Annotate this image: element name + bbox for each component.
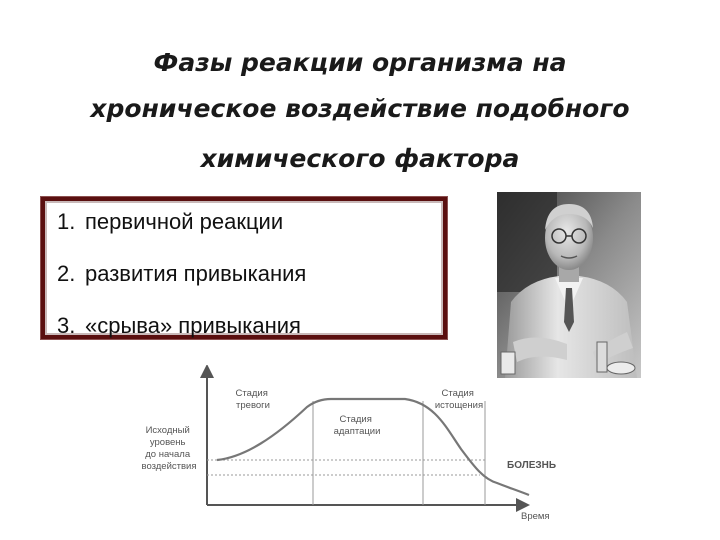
- phase-label: «срыва» привыкания: [85, 313, 301, 338]
- phase-label: первичной реакции: [85, 209, 284, 234]
- phase-number: 2.: [57, 261, 76, 286]
- title-line-3: химического фактора: [200, 144, 520, 173]
- stage-alarm-label: Стадия тревоги: [235, 388, 270, 411]
- phase-item-3: 3. «срыва» привыкания: [57, 313, 301, 339]
- stage-adaptation-line-1: Стадия: [339, 414, 371, 425]
- stage-adaptation-line-2: адаптации: [334, 426, 381, 437]
- y-label-line-3: до начала: [145, 449, 191, 460]
- disease-label: БОЛЕЗНЬ: [507, 460, 556, 471]
- y-label-line-2: уровень: [150, 437, 186, 448]
- x-axis-label: Время: [521, 511, 550, 522]
- stage-exhaustion-line-1: Стадия: [441, 388, 473, 399]
- y-axis-label: Исходный уровень до начала воздействия: [142, 425, 197, 472]
- stage-exhaustion-label: Стадия истощения: [435, 388, 483, 411]
- y-label-line-4: воздействия: [142, 461, 197, 472]
- portrait-photo: [497, 192, 641, 378]
- stage-alarm-line-2: тревоги: [236, 400, 270, 411]
- stages-diagram: Исходный уровень до начала воздействия С…: [142, 365, 556, 522]
- stage-alarm-line-1: Стадия: [235, 388, 267, 399]
- title-line-1: Фазы реакции организма на: [153, 48, 567, 77]
- phase-label: развития привыкания: [85, 261, 307, 286]
- phases-list-box: 1. первичной реакции 2. развития привыкани…: [41, 197, 447, 339]
- phase-number: 1.: [57, 209, 76, 234]
- phase-item-1: 1. первичной реакции: [57, 209, 283, 235]
- stage-exhaustion-line-2: истощения: [435, 400, 483, 411]
- slide-title: Фазы реакции организма на хроническое во…: [40, 40, 680, 182]
- phase-item-2: 2. развития привыкания: [57, 261, 306, 287]
- stage-adaptation-label: Стадия адаптации: [334, 414, 381, 437]
- title-line-2: хроническое воздействие подобного: [90, 94, 630, 123]
- resistance-curve: [216, 397, 530, 497]
- y-label-line-1: Исходный: [146, 425, 190, 436]
- phase-number: 3.: [57, 313, 76, 338]
